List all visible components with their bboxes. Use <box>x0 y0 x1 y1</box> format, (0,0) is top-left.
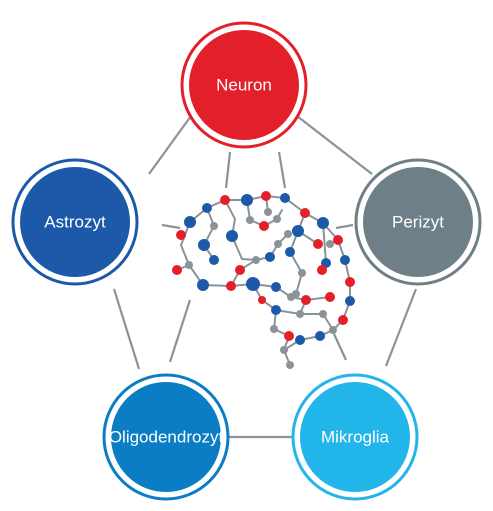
node-perizyt-circle <box>363 167 473 277</box>
node-astrozyt-label: Astrozyt <box>44 212 106 231</box>
brain-nodes-red <box>172 191 355 341</box>
spoke-astrozyt <box>161 223 181 230</box>
connector-perizyt-mikroglia <box>384 288 418 367</box>
connector-neuron-perizyt <box>296 115 373 175</box>
node-perizyt-label: Perizyt <box>392 212 444 231</box>
brain-nodes-gray <box>185 208 337 369</box>
node-neuron-circle <box>189 30 299 140</box>
spoke-perizyt <box>335 223 354 230</box>
connector-astrozyt-neuron <box>148 115 192 175</box>
spoke-neuron-left <box>224 151 232 189</box>
node-mikroglia: Mikroglia <box>291 373 419 501</box>
node-perizyt: Perizyt <box>354 158 482 286</box>
spoke-neuron-right <box>277 151 287 189</box>
node-oligodendrozyt: Oligodendrozyt <box>102 373 230 501</box>
node-astrozyt: Astrozyt <box>11 158 139 286</box>
connector-oligodendrozyt-astrozyt <box>112 288 141 370</box>
center-spokes <box>161 151 354 363</box>
node-mikroglia-label: Mikroglia <box>321 427 390 446</box>
brain-nodes-blue <box>184 193 355 345</box>
node-neuron-label: Neuron <box>216 75 272 94</box>
pentagon-connectors <box>112 115 418 439</box>
node-neuron: Neuron <box>180 21 308 149</box>
spoke-oligodendrozyt <box>168 299 192 363</box>
node-oligodendrozyt-label: Oligodendrozyt <box>109 427 224 446</box>
node-astrozyt-circle <box>20 167 130 277</box>
brain-network-icon <box>172 191 355 369</box>
spoke-mikroglia <box>333 333 347 361</box>
node-mikroglia-circle <box>300 382 410 492</box>
node-oligodendrozyt-circle <box>111 382 221 492</box>
